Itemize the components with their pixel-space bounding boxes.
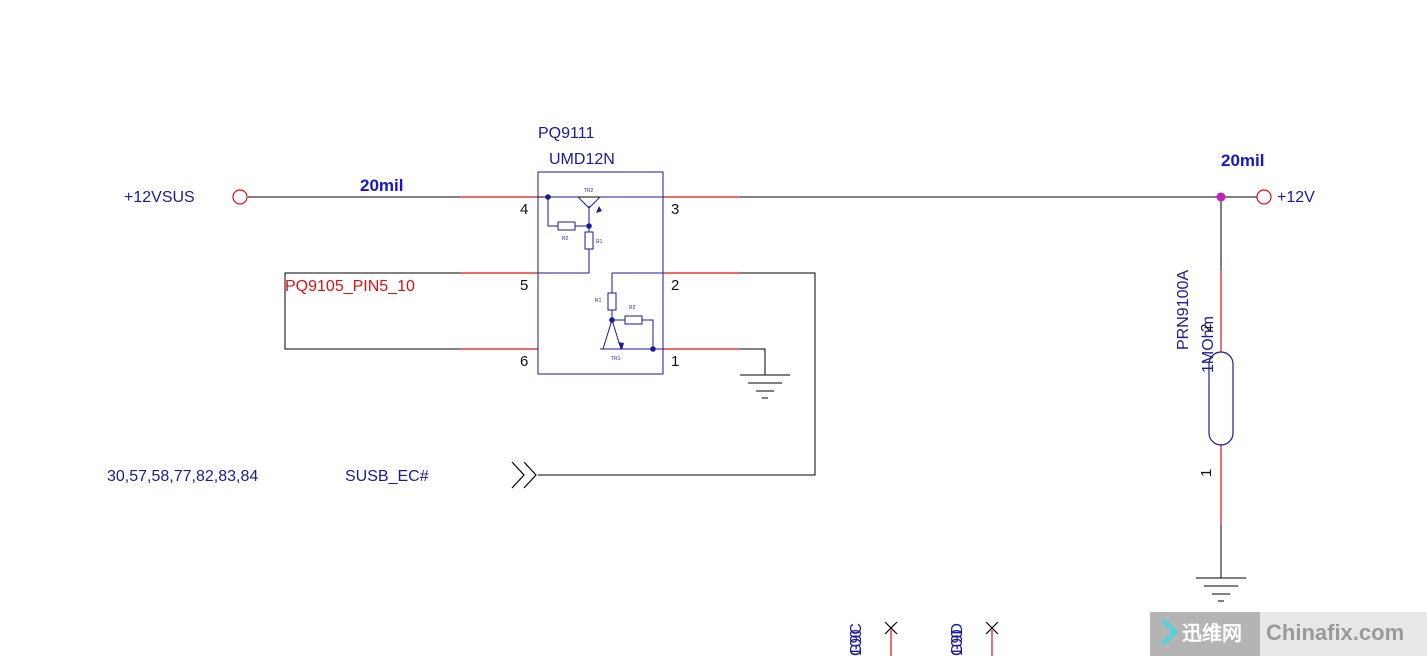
ground-symbol-q — [740, 374, 790, 399]
pin-4-label: 4 — [520, 201, 528, 218]
no-connect-x-icon — [884, 621, 898, 635]
net-label-pq9105-pin5: PQ9105_PIN5_10 — [285, 278, 415, 295]
r2-bottom-label: R2 — [629, 305, 636, 311]
no-connect-x-icon — [985, 621, 999, 635]
watermark: 迅维网 Chinafix.com — [1150, 612, 1427, 656]
r1-top-label: R1 — [596, 239, 603, 245]
component-ref-g9d-overlap: 100 — [949, 629, 966, 656]
resistor-body[interactable] — [1208, 351, 1234, 446]
transistor-part-label: UMD12N — [549, 151, 615, 168]
watermark-cn: 迅维网 — [1182, 621, 1242, 645]
wires — [248, 196, 1258, 578]
chevron-right-icon — [1160, 620, 1178, 644]
resistor-ref-label: PRN9100A — [1175, 270, 1192, 350]
transistor-junctions — [545, 194, 656, 352]
component-ref-g9c-overlap: 100 — [848, 629, 865, 656]
resistor-value-label: 1MOhm — [1200, 316, 1217, 373]
component-ref-g9c: G9C — [848, 623, 865, 656]
trace-width-left: 20mil — [360, 176, 403, 195]
pin-2-label: 2 — [671, 277, 679, 294]
resistor-pin1-label: 1 — [1198, 469, 1215, 477]
component-ref-g9d: G9D — [949, 623, 966, 656]
watermark-en: Chinafix.com — [1266, 620, 1404, 645]
wire-pin5-loop — [284, 272, 538, 350]
trace-width-right: 20mil — [1221, 151, 1264, 170]
port-12v[interactable] — [1256, 189, 1272, 205]
transistor-internal — [538, 196, 663, 350]
net-label-12v: +12V — [1277, 189, 1315, 206]
tr1-label: TR1 — [611, 356, 621, 362]
resistor-pin2-label: 2 — [1198, 324, 1215, 332]
net-label-12vsus: +12VSUS — [124, 189, 195, 206]
offpage-connector-susb[interactable] — [511, 461, 537, 489]
pin-1-label: 1 — [671, 353, 679, 370]
tr2-label: TR2 — [584, 188, 594, 194]
pin-5-label: 5 — [520, 277, 528, 294]
ground-symbol-r — [1196, 577, 1246, 602]
page-reference-list: 30,57,58,77,82,83,84 — [107, 468, 258, 485]
junction-dot — [1216, 192, 1226, 202]
pin-3-label: 3 — [671, 201, 679, 218]
net-label-susb-ec: SUSB_EC# — [345, 468, 429, 485]
port-12vsus[interactable] — [232, 189, 248, 205]
pin-6-label: 6 — [520, 353, 528, 370]
r1-bottom-label: R1 — [595, 298, 602, 304]
r2-top-label: R2 — [562, 236, 569, 242]
transistor-ref-label: PQ9111 — [538, 125, 594, 142]
highlight-segments — [460, 196, 1222, 656]
